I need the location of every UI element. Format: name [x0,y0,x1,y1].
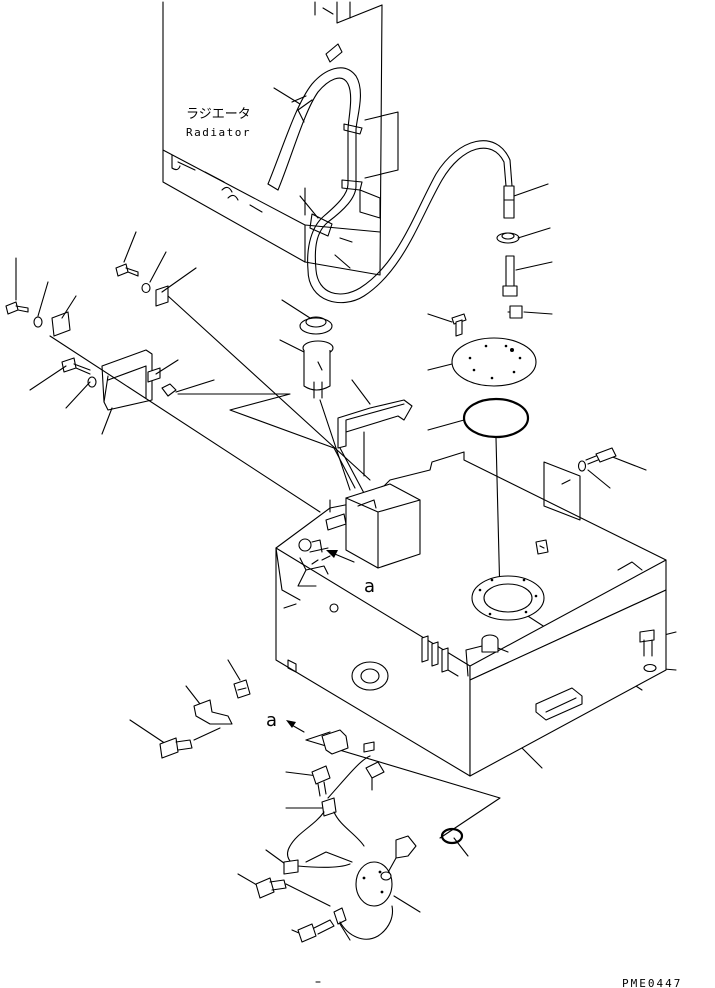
radiator: ラジエータ Radiator [162,1,399,276]
right-hardware [577,447,657,673]
radiator-hoses [267,43,513,304]
view-label-upper: a [364,576,375,597]
lower-left-hardware [159,679,464,943]
handle-bracket [337,399,413,449]
leader-lines [15,87,677,941]
view-marker-upper: a [326,550,375,597]
hose-adapter-parts [496,185,523,319]
view-label-lower: a [266,710,277,731]
view-marker-lower: a [266,710,305,733]
drawing-code: PME0447 [622,977,682,988]
o-ring-large [462,397,530,439]
hydraulic-tank [275,451,667,777]
filler-cap [299,316,334,399]
tank-cover [451,313,537,387]
radiator-label-en: Radiator [186,126,251,139]
radiator-label-ja: ラジエータ [186,107,251,122]
left-hardware [5,263,177,411]
